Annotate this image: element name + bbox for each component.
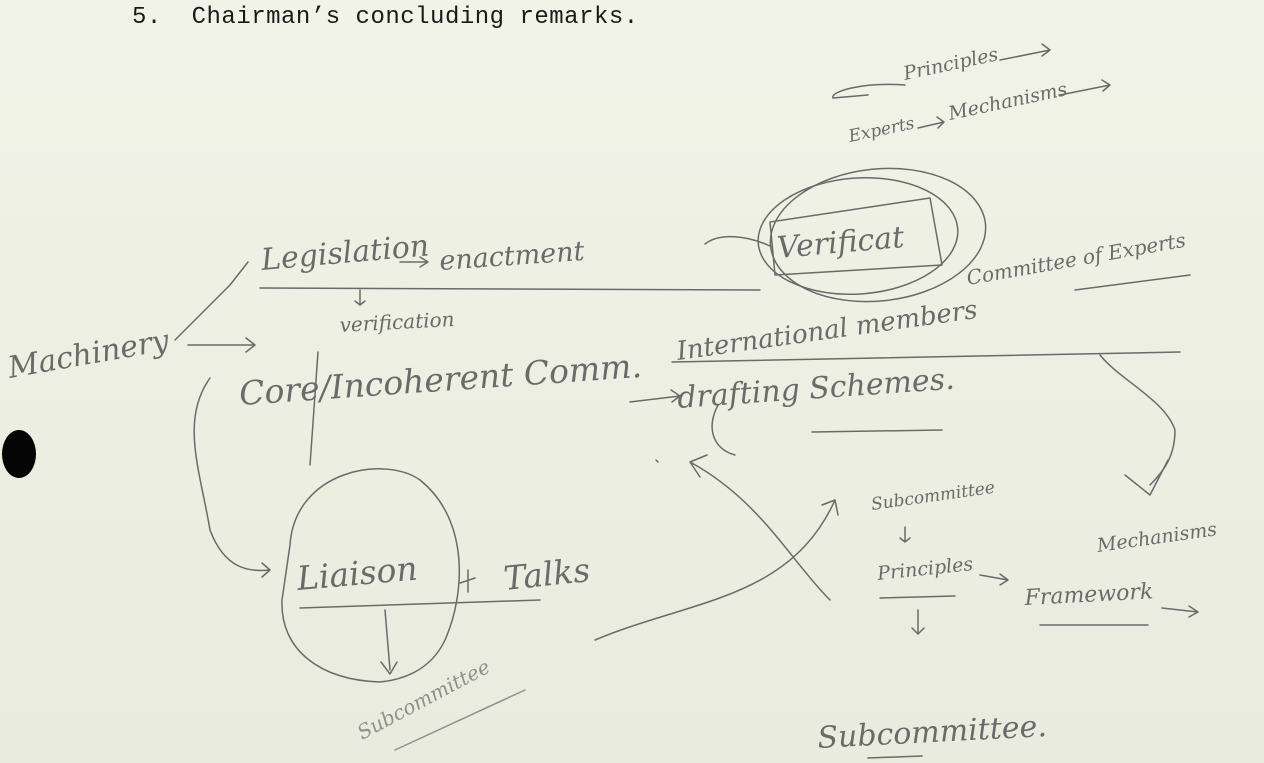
return-arrow xyxy=(689,454,831,601)
principles-underline xyxy=(879,595,956,599)
experts-underline xyxy=(1074,274,1191,291)
note-drafting-schemes: drafting Schemes. xyxy=(676,362,956,416)
liaison-underline xyxy=(299,599,541,609)
framework-arrow xyxy=(1161,605,1199,618)
note-mechanisms-top: Mechanisms xyxy=(945,78,1069,125)
verification-circle-outer xyxy=(769,167,987,303)
note-principles-mid: Principles xyxy=(875,553,974,585)
core-stem xyxy=(309,351,319,466)
note-talks: Talks xyxy=(502,550,592,598)
note-enactment: enactment xyxy=(438,236,585,277)
drafting-underline xyxy=(811,429,943,433)
experts-to-mechanisms xyxy=(1099,354,1176,496)
agenda-item-5: 5. Chairman’s concluding remarks. xyxy=(132,4,639,31)
principles-to-framework xyxy=(979,573,1009,586)
verification-circle-inner xyxy=(757,176,959,296)
legislation-arrow xyxy=(399,256,429,268)
note-principles: Principles xyxy=(900,43,1000,85)
subcommittee-down xyxy=(899,526,911,543)
experts-arrow xyxy=(917,116,945,129)
note-machinery: Machinery xyxy=(4,323,172,386)
liaison-down xyxy=(380,609,398,675)
punch-hole xyxy=(2,430,36,478)
note-verification: verification xyxy=(339,307,455,337)
dot xyxy=(655,459,659,463)
note-framework: Framework xyxy=(1023,579,1154,611)
note-mechanisms-right: Mechanisms xyxy=(1095,518,1219,557)
verification-box xyxy=(769,197,943,276)
machinery-to-core xyxy=(187,337,256,353)
subcommittee-bottom-underline xyxy=(867,755,923,759)
note-subcommittee-mid: Subcommittee xyxy=(870,478,996,515)
machinery-to-legislation xyxy=(174,261,249,341)
core-to-drafting xyxy=(629,389,681,403)
verification-arrow xyxy=(354,289,366,306)
liaison-loop xyxy=(281,468,461,683)
note-experts: Experts xyxy=(846,113,917,147)
principles-arrow xyxy=(999,43,1051,61)
note-verification-circle: Verificat xyxy=(776,220,907,266)
c-mark xyxy=(832,83,906,99)
note-liaison: Liaison xyxy=(294,549,419,598)
note-subcommittee-low: Subcommittee xyxy=(353,654,494,744)
note-committee-of-experts: Committee of Experts xyxy=(965,228,1188,290)
drafting-curve xyxy=(711,404,736,456)
international-underline xyxy=(671,351,1181,363)
link-to-verification xyxy=(704,235,771,247)
note-legislation: Legislation xyxy=(259,228,431,278)
subcommittee-low-underline xyxy=(394,689,526,751)
note-core-committee: Core/Incoherent Comm. xyxy=(238,346,643,413)
principles-down xyxy=(911,609,925,635)
liaison-dash xyxy=(459,569,476,593)
talks-to-subcommittee xyxy=(594,499,839,641)
machinery-to-liaison xyxy=(193,377,271,578)
legislation-underline xyxy=(259,287,761,291)
mechanisms-arrow xyxy=(1059,79,1111,96)
note-subcommittee-bottom: Subcommittee. xyxy=(817,709,1048,756)
